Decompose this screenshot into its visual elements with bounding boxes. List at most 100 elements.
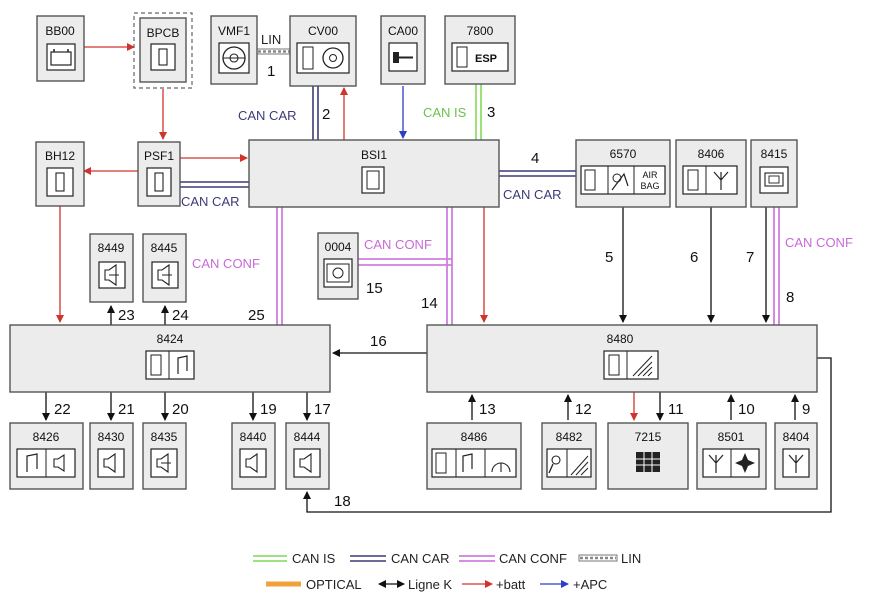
esp-text: ESP	[475, 53, 497, 65]
link-number: 10	[738, 401, 755, 418]
module-label: 8415	[761, 147, 788, 161]
multimedia-icon	[759, 166, 789, 194]
link-number: 20	[172, 401, 189, 418]
battery-icon	[46, 43, 76, 71]
link-number: 13	[479, 401, 496, 418]
module-8404: 8404	[774, 422, 818, 490]
airbag-icon: AIR BAG	[580, 165, 666, 195]
module-label: 8480	[607, 332, 634, 346]
module-8435: 8435	[142, 422, 187, 490]
bus-label-can-conf: CAN CONF	[785, 235, 853, 250]
legend-label: CAN IS	[292, 551, 336, 566]
module-label: BPCB	[147, 26, 180, 40]
link-number: 1	[267, 63, 275, 80]
link-number: 8	[786, 289, 794, 306]
module-label: 0004	[325, 240, 352, 254]
legend-batt: +batt	[462, 577, 526, 592]
bus-label-can-conf: CAN CONF	[192, 256, 260, 271]
bus-label-can-car: CAN CAR	[181, 194, 240, 209]
lin-link	[256, 48, 292, 55]
module-8445: 8445	[142, 233, 187, 303]
link-number: 15	[366, 280, 383, 297]
telematics-icon	[603, 350, 659, 380]
legend-can-is: CAN IS	[253, 551, 336, 566]
module-8486: 8486	[426, 422, 522, 490]
module-8449: 8449	[89, 233, 134, 303]
module-cv00: CV00	[289, 15, 357, 87]
module-label: 8445	[151, 241, 178, 255]
module-8430: 8430	[89, 422, 134, 490]
module-label: PSF1	[144, 149, 174, 163]
module-ca00: CA00	[380, 15, 426, 85]
legend: CAN IS CAN CAR CAN CONF LIN OPTICAL Lign…	[253, 551, 641, 592]
fuse-icon	[146, 167, 172, 197]
module-label: 8430	[98, 430, 125, 444]
tweeter-icon	[151, 261, 179, 289]
legend-ligne-k: Ligne K	[378, 577, 452, 592]
bus-label-can-car: CAN CAR	[238, 108, 297, 123]
module-label: BH12	[45, 149, 75, 163]
module-label: CV00	[308, 24, 338, 38]
legend-label: CAN CONF	[499, 551, 567, 566]
module-label: 8404	[783, 430, 810, 444]
legend-label: Ligne K	[408, 577, 452, 592]
link-number: 14	[421, 295, 438, 312]
bus-label-can-is: CAN IS	[423, 105, 467, 120]
can-car-cv00-bsi	[312, 86, 319, 140]
link-number: 5	[605, 249, 613, 266]
module-label: CA00	[388, 24, 418, 38]
link-number: 25	[248, 307, 265, 324]
module-8444: 8444	[285, 422, 330, 490]
link-number: 18	[334, 493, 351, 510]
link-number: 16	[370, 333, 387, 350]
bus-label-lin: LIN	[261, 32, 281, 47]
bus-label-can-conf: CAN CONF	[364, 237, 432, 252]
display-icon	[323, 258, 353, 288]
module-bh12: BH12	[35, 141, 85, 207]
can-conf-8415-8480	[773, 207, 780, 325]
module-label: 8482	[556, 430, 583, 444]
link-number: 12	[575, 401, 592, 418]
module-8480: 8480	[426, 324, 818, 393]
link-number: 7	[746, 249, 754, 266]
module-label: 8444	[294, 430, 321, 444]
antenna-icon	[782, 448, 810, 478]
microphone-icon	[546, 448, 592, 478]
module-8440: 8440	[231, 422, 276, 490]
link-number: 19	[260, 401, 277, 418]
link-number: 24	[172, 307, 189, 324]
can-car-bsi-6570	[499, 170, 576, 177]
module-8482: 8482	[541, 422, 597, 490]
can-conf-0004	[358, 258, 452, 266]
legend-apc: +APC	[540, 577, 607, 592]
esp-icon: ESP	[451, 42, 509, 72]
module-psf1: PSF1	[137, 141, 181, 207]
key-icon	[388, 42, 418, 72]
ecu-icon	[361, 166, 385, 194]
module-7215: 7215	[607, 422, 689, 490]
module-label: 8426	[33, 430, 60, 444]
legend-label: CAN CAR	[391, 551, 450, 566]
gps-antenna-icon	[702, 448, 760, 478]
link-number: 4	[531, 150, 539, 167]
module-7800: 7800 ESP	[444, 15, 516, 85]
module-label: 7215	[635, 430, 662, 444]
module-vmf1: VMF1	[210, 15, 258, 85]
module-label: 8435	[151, 430, 178, 444]
link-number: 17	[314, 401, 331, 418]
amplifier-icon	[145, 350, 195, 380]
module-label: BSI1	[361, 148, 387, 162]
module-8406: 8406	[675, 139, 747, 208]
link-number: 6	[690, 249, 698, 266]
fuse-icon	[46, 167, 74, 197]
module-bb00: BB00	[36, 15, 85, 82]
module-label: 8440	[240, 430, 267, 444]
display-screen-icon	[636, 452, 660, 472]
speaker-icon	[293, 448, 321, 478]
module-6570: 6570 AIR BAG	[575, 139, 671, 208]
ecu-steering-icon	[296, 42, 350, 74]
legend-optical: OPTICAL	[266, 577, 362, 592]
legend-label: +APC	[573, 577, 607, 592]
tweeter-icon	[98, 261, 126, 289]
